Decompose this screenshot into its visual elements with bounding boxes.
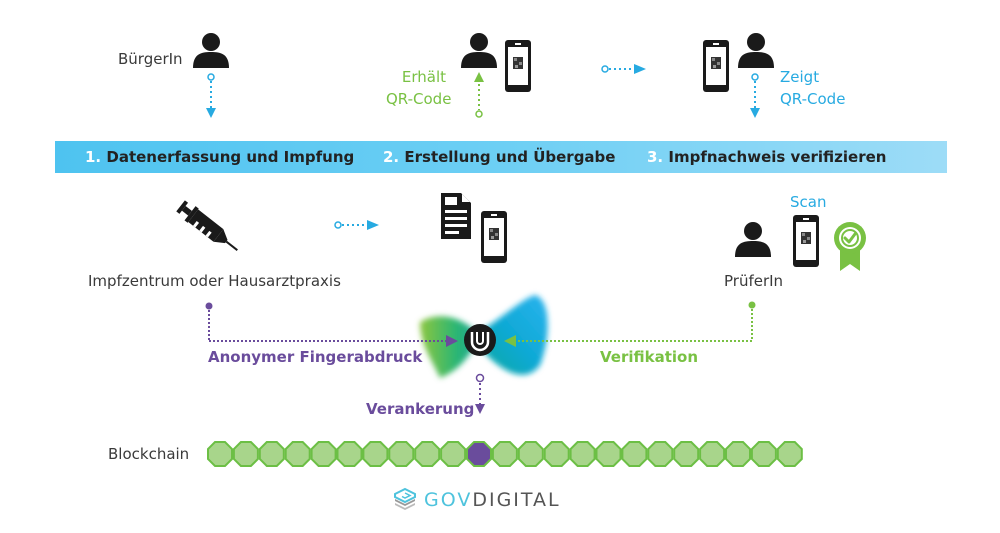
block bbox=[310, 441, 337, 467]
block bbox=[362, 441, 389, 467]
step-3: 3. Impfnachweis verifizieren bbox=[647, 148, 887, 166]
verifier-label: PrüferIn bbox=[724, 272, 784, 290]
vaccination-center-label: Impfzentrum oder Hausarztpraxis bbox=[88, 272, 341, 290]
block bbox=[776, 441, 803, 467]
step-2: 2. Erstellung und Übergabe bbox=[383, 148, 616, 166]
block bbox=[699, 441, 726, 467]
receives-qr-label: Erhält QR-Code bbox=[386, 68, 452, 108]
block bbox=[440, 441, 467, 467]
blockchain-label: Blockchain bbox=[108, 445, 190, 463]
document-icon bbox=[441, 193, 471, 239]
block bbox=[284, 441, 311, 467]
blue-arrow-down bbox=[206, 73, 216, 118]
block bbox=[621, 441, 648, 467]
block bbox=[673, 441, 700, 467]
block bbox=[595, 441, 622, 467]
scan-label: Scan bbox=[790, 193, 827, 211]
syringe-icon bbox=[176, 200, 238, 251]
verified-badge-icon bbox=[834, 222, 866, 271]
blue-arrow-right-mid bbox=[334, 220, 379, 230]
anonymous-fingerprint-label: Anonymer Fingerabdruck bbox=[208, 348, 423, 366]
block bbox=[232, 441, 259, 467]
logo-gov-text: GOV bbox=[424, 489, 473, 511]
block bbox=[569, 441, 596, 467]
block bbox=[258, 441, 285, 467]
block bbox=[207, 441, 233, 467]
green-arrow-up bbox=[474, 72, 484, 118]
blockchain-chain bbox=[207, 441, 803, 467]
block bbox=[647, 441, 674, 467]
blue-arrow-down-2 bbox=[750, 73, 760, 118]
steps-band: 1. Datenerfassung und Impfung 2. Erstell… bbox=[55, 141, 947, 173]
block bbox=[336, 441, 363, 467]
block bbox=[414, 441, 441, 467]
citizen-label: BürgerIn bbox=[118, 50, 183, 68]
verification-label: Verifikation bbox=[600, 348, 699, 366]
block bbox=[543, 441, 570, 467]
block-highlighted bbox=[466, 441, 492, 467]
govdigital-layers-icon bbox=[394, 487, 416, 510]
block bbox=[725, 441, 751, 467]
block bbox=[750, 441, 777, 467]
anchoring-label: Verankerung bbox=[366, 400, 475, 418]
block bbox=[491, 441, 518, 467]
step-1: 1. Datenerfassung und Impfung bbox=[85, 148, 355, 166]
shows-qr-label: Zeigt QR-Code bbox=[780, 68, 846, 108]
logo-digital-text: DIGITAL bbox=[472, 489, 561, 511]
block bbox=[517, 441, 544, 467]
block bbox=[388, 441, 415, 467]
fingerprint-blob bbox=[420, 295, 548, 378]
blue-arrow-right-top bbox=[601, 64, 646, 74]
